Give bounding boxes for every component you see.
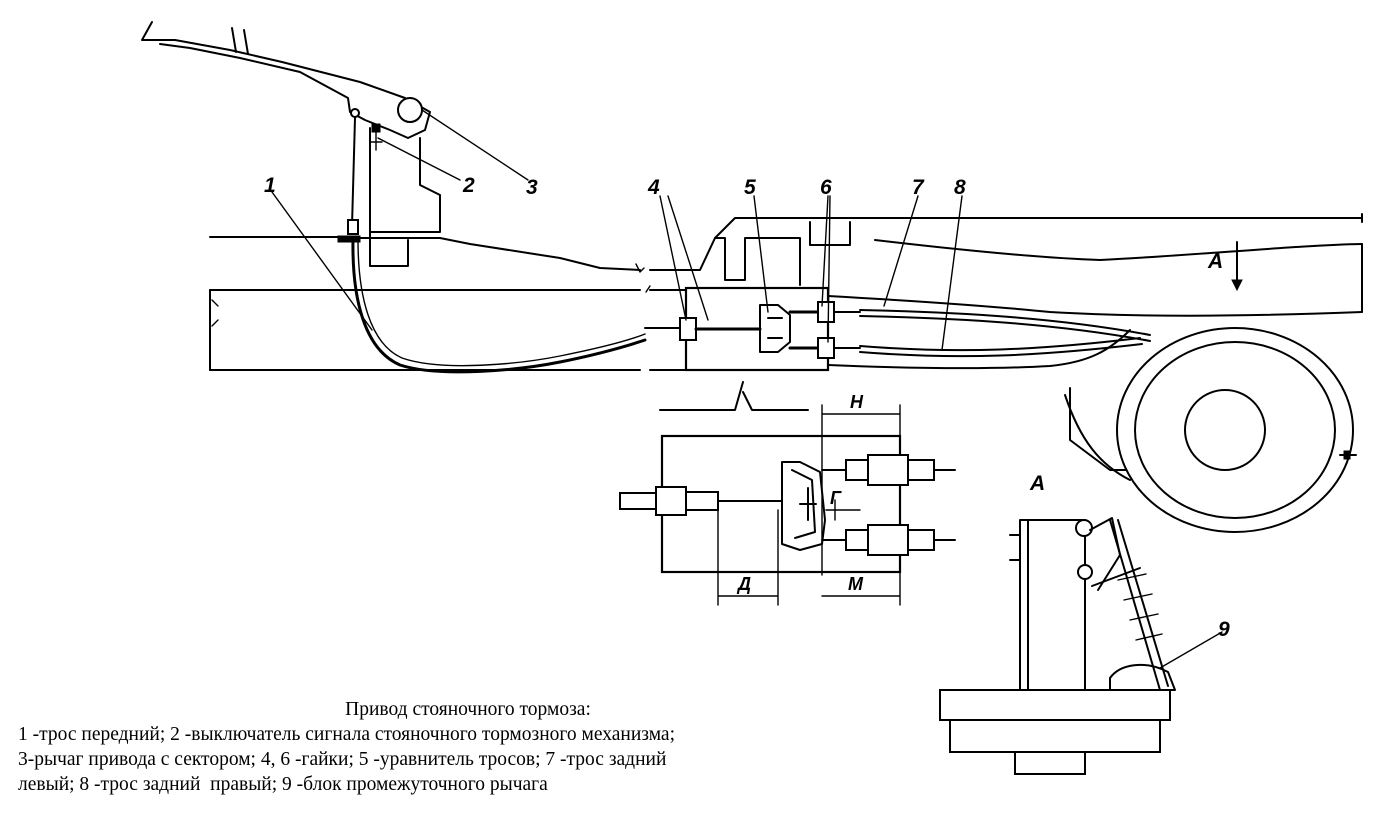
equalizer-box [644,286,861,372]
view-a-assembly [939,517,1176,775]
label-3: 3 [526,176,538,199]
label-5: 5 [744,176,756,199]
label-view-a-title: А [1029,472,1045,495]
caption-line: 3-рычаг привода с сектором; 4, 6 -гайки;… [18,749,667,770]
handbrake-lever [141,21,441,267]
caption-title: Привод стояночного тормоза: [345,699,591,720]
dimension-h: Н [850,392,864,412]
leader-lines [271,109,1243,669]
diagram-caption: Привод стояночного тормоза: 1 -трос пере… [18,697,898,797]
label-8: 8 [954,176,966,199]
dimension-labels: Н Г Д М [736,392,864,594]
label-7: 7 [912,176,925,199]
label-view-a-arrow: А [1207,250,1223,273]
label-9: 9 [1218,618,1230,641]
rear-wheel [1064,327,1357,533]
equalizer-detail [619,381,956,606]
label-1: 1 [264,174,276,197]
label-4: 4 [647,176,660,199]
caption-line: 1 -трос передний; 2 -выключатель сигнала… [18,724,675,745]
label-2: 2 [462,174,475,197]
dimension-g: Г [830,488,842,508]
front-cable [351,238,647,374]
dimension-d: Д [736,574,751,594]
caption-line: левый; 8 -трос задний правый; 9 -блок пр… [18,774,548,795]
dimension-m: М [848,574,864,594]
label-6: 6 [820,176,832,199]
part-labels: 1 2 3 4 5 6 7 8 9 А А [264,174,1230,641]
rear-cables [859,309,1151,358]
